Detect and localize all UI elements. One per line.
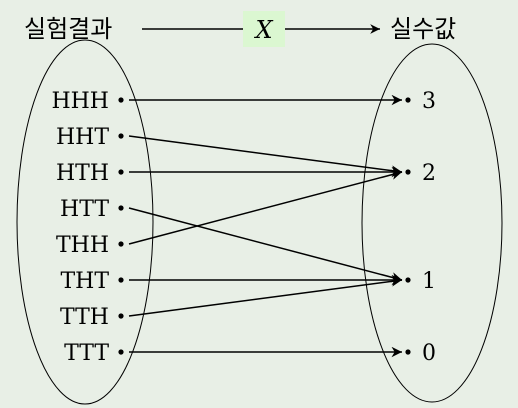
value-dot-2 <box>405 169 411 175</box>
outcome-label-ttt: TTT <box>64 341 109 366</box>
mapping-arrows <box>128 94 403 358</box>
outcome-label-hht: HHT <box>56 125 109 150</box>
real-values-ellipse <box>361 43 503 403</box>
value-dot-3 <box>405 97 411 103</box>
outcome-dot-htt <box>118 205 124 211</box>
outcome-label-hhh: HHH <box>51 89 109 114</box>
mapping-arrow-thh <box>128 169 403 245</box>
value-dot-0 <box>405 349 411 355</box>
value-label-1: 1 <box>422 269 436 294</box>
map-label-box <box>243 11 285 47</box>
value-label-0: 0 <box>422 341 436 366</box>
outcome-dot-hht <box>118 133 124 139</box>
value-list: 3 2 1 0 <box>405 89 436 366</box>
outcome-label-thh: THH <box>56 233 109 258</box>
outcome-dot-hhh <box>118 97 124 103</box>
value-dot-1 <box>405 277 411 283</box>
outcome-dot-tth <box>118 313 124 319</box>
outcome-label-htt: HTT <box>60 197 109 222</box>
mapping-arrow-tth <box>128 276 403 317</box>
outcome-dot-hth <box>118 169 124 175</box>
outcome-label-tth: TTH <box>60 305 109 330</box>
outcome-label-tht: THT <box>60 269 109 294</box>
sample-space-title: 실험결과 <box>24 15 112 43</box>
real-values-title: 실수값 <box>390 15 456 43</box>
outcome-dot-ttt <box>118 349 124 355</box>
outcome-label-hth: HTH <box>56 161 109 186</box>
value-label-2: 2 <box>422 161 436 186</box>
outcome-dot-thh <box>118 241 124 247</box>
outcome-list: HHH HHT HTH HTT THH THT TTH TTT <box>51 89 124 366</box>
mapping-arrow-hht <box>128 135 403 176</box>
sample-space-ellipse <box>16 39 154 405</box>
outcome-dot-tht <box>118 277 124 283</box>
mapping-arrow-htt <box>128 207 403 283</box>
value-label-3: 3 <box>422 89 436 114</box>
map-label: X <box>253 16 273 44</box>
